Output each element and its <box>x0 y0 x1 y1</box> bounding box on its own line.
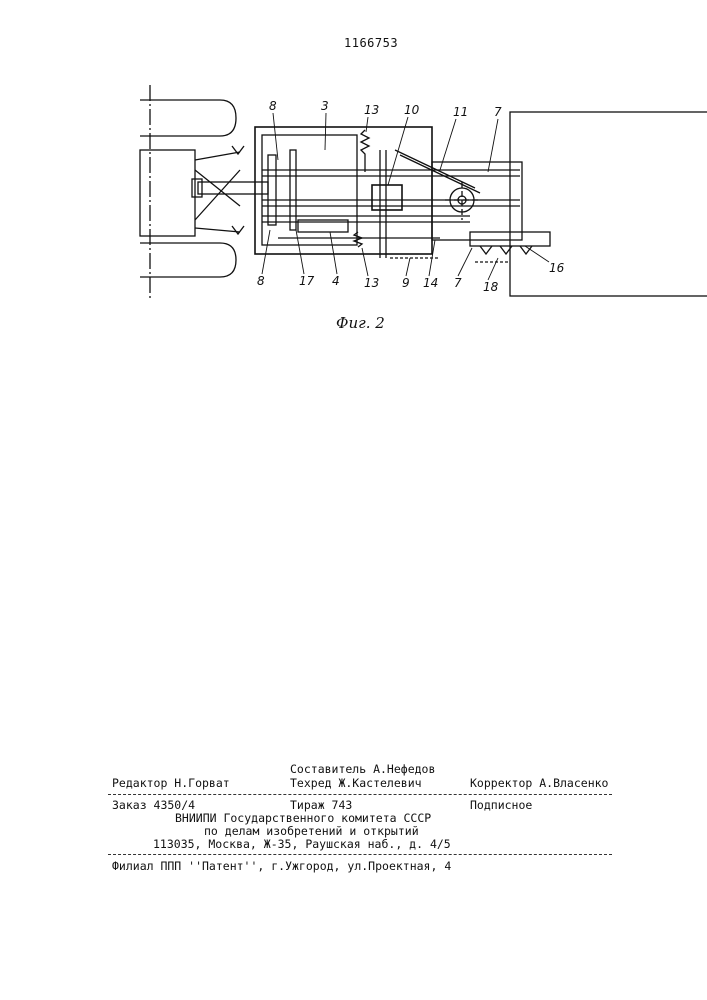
label-7-top: 7 <box>494 105 502 119</box>
label-3: 3 <box>321 99 329 113</box>
branch-line: Филиал ППП ''Патент'', г.Ужгород, ул.Про… <box>112 859 451 873</box>
label-4: 4 <box>332 274 340 288</box>
divider-bottom <box>108 854 612 855</box>
label-13-top: 13 <box>364 103 379 117</box>
label-11: 11 <box>453 105 468 119</box>
institute-line-2: по делам изобретений и открытий <box>204 824 419 838</box>
label-9: 9 <box>402 276 410 290</box>
label-10: 10 <box>404 103 420 117</box>
circulation-line: Тираж 743 <box>290 798 352 812</box>
corrector-line: Корректор А.Власенко <box>470 776 608 790</box>
label-8-bottom: 8 <box>257 274 265 288</box>
compiler-line: Составитель А.Нефедов <box>290 762 435 776</box>
order-line: Заказ 4350/4 <box>112 798 195 812</box>
label-16: 16 <box>549 261 565 275</box>
label-14: 14 <box>423 276 438 290</box>
label-7-bottom: 7 <box>454 276 462 290</box>
label-8-top: 8 <box>269 99 277 113</box>
techred-line: Техред Ж.Кастелевич <box>290 776 422 790</box>
figure-caption: Фиг. 2 <box>336 314 385 332</box>
figure-labels: 8 3 13 10 11 7 8 17 4 13 9 14 7 18 16 <box>0 0 707 340</box>
institute-address: 113035, Москва, Ж-35, Раушская наб., д. … <box>153 837 451 851</box>
editor-line: Редактор Н.Горват <box>112 776 230 790</box>
subscription-line: Подписное <box>470 798 532 812</box>
label-13-bottom: 13 <box>364 276 379 290</box>
label-18: 18 <box>483 280 499 294</box>
institute-line-1: ВНИИПИ Государственного комитета СССР <box>175 811 431 825</box>
divider-top <box>108 794 612 795</box>
label-17: 17 <box>299 274 315 288</box>
